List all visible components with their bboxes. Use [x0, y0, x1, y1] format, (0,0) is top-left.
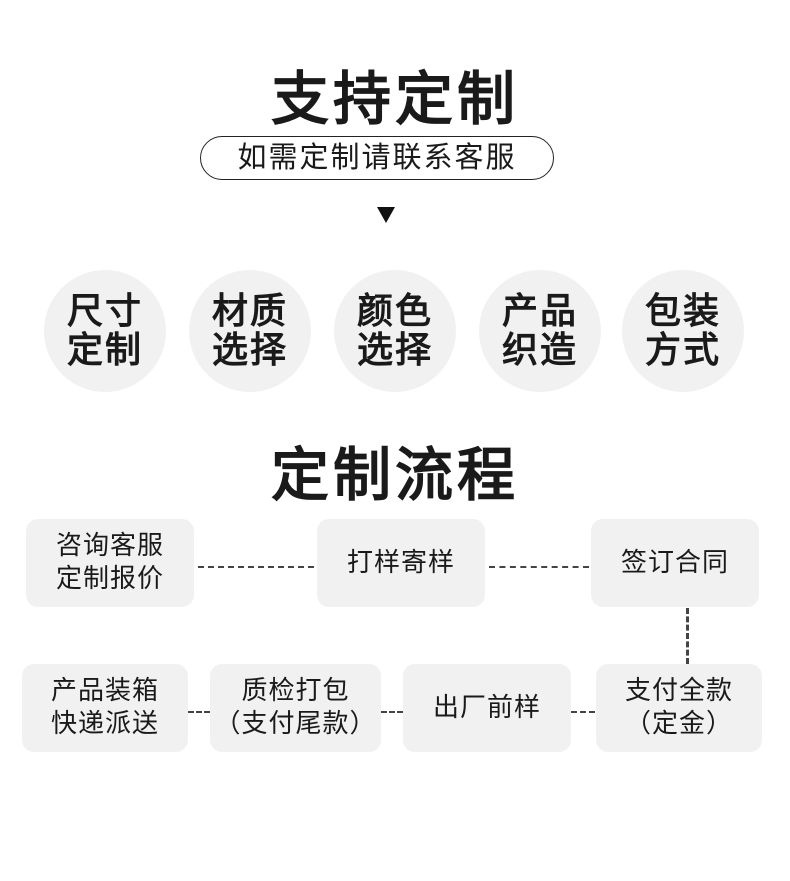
- step-box-full-payment: 支付全款 （定金）: [596, 664, 762, 752]
- step-line1: 打样寄样: [346, 547, 455, 578]
- step-box-sample: 打样寄样: [317, 519, 485, 607]
- flow-connector: [571, 711, 595, 713]
- step-box-shipping: 产品装箱 快递派送: [22, 664, 188, 752]
- step-line1: 出厂前样: [432, 692, 541, 723]
- option-color-circle: 颜色选择: [334, 270, 456, 392]
- step-line2: 定制报价: [55, 564, 164, 594]
- option-label: 材质选择: [211, 291, 288, 371]
- option-label: 尺寸定制: [66, 291, 143, 371]
- option-label: 产品织造: [501, 291, 578, 371]
- step-box-contract: 签订合同: [591, 519, 759, 607]
- step-line2: 快递派送: [50, 709, 159, 739]
- flow-connector: [489, 566, 589, 568]
- contact-service-pill: 如需定制请联系客服: [200, 136, 554, 180]
- option-label: 颜色选择: [356, 291, 433, 371]
- flow-connector: [198, 566, 314, 568]
- option-material-circle: 材质选择: [189, 270, 311, 392]
- step-line2: （支付尾款）: [214, 709, 377, 739]
- step-box-inspection: 质检打包 （支付尾款）: [210, 664, 381, 752]
- flow-connector: [686, 608, 689, 664]
- option-size-circle: 尺寸定制: [44, 270, 166, 392]
- step-line1: 咨询客服: [55, 531, 164, 561]
- step-line1: 质检打包: [241, 676, 350, 706]
- step-box-pre-shipment: 出厂前样: [403, 664, 571, 752]
- down-arrow-icon: [377, 207, 395, 223]
- step-line1: 支付全款: [624, 676, 733, 706]
- section-title-process: 定制流程: [270, 441, 519, 509]
- step-line1: 产品装箱: [50, 676, 159, 706]
- step-line2: （定金）: [624, 709, 733, 739]
- flow-connector: [188, 711, 210, 713]
- step-line1: 签订合同: [620, 547, 729, 578]
- step-box-consult: 咨询客服 定制报价: [26, 519, 194, 607]
- option-label: 包装方式: [644, 291, 721, 371]
- option-weaving-circle: 产品织造: [479, 270, 601, 392]
- option-packaging-circle: 包装方式: [622, 270, 744, 392]
- flow-connector: [381, 711, 403, 713]
- section-title-custom: 支持定制: [270, 65, 519, 133]
